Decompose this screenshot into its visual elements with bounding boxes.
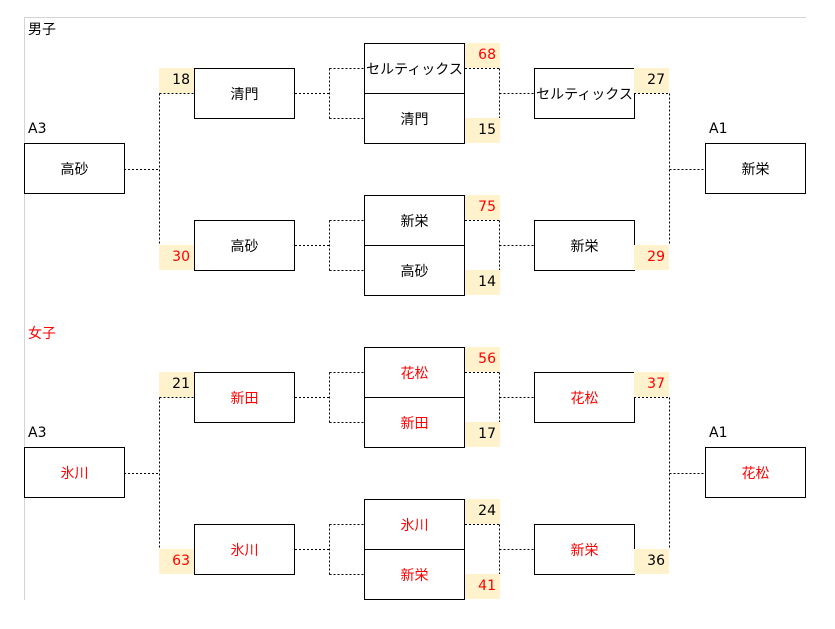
score-match-2-top: 24	[465, 499, 500, 524]
score-match-2-top: 75	[465, 195, 500, 220]
match-1: 花松 新田	[364, 347, 465, 448]
frame-left-border	[24, 17, 25, 600]
round2-top-team[interactable]: 清門	[194, 68, 295, 119]
match-2-bottom-team[interactable]: 高砂	[365, 245, 464, 295]
match-2: 氷川 新栄	[364, 499, 465, 600]
match-2-top-team[interactable]: 氷川	[400, 517, 429, 534]
right-seed-team[interactable]: 花松	[705, 447, 806, 498]
section-title: 男子	[28, 22, 56, 38]
score-round2-bottom: 30	[159, 245, 194, 270]
round2-top-team[interactable]: 新田	[194, 372, 295, 423]
score-match-1-top: 68	[465, 43, 500, 68]
round3-bottom-team[interactable]: 新栄	[534, 524, 635, 575]
match-2: 新栄 高砂	[364, 195, 465, 296]
match-2-top-team[interactable]: 新栄	[400, 213, 429, 230]
left-seed-label: A3	[28, 425, 47, 441]
score-match-1-bottom: 17	[465, 422, 500, 447]
left-seed-team[interactable]: 氷川	[24, 447, 125, 498]
match-2-bottom-team[interactable]: 新栄	[365, 549, 464, 599]
round2-bottom-team[interactable]: 氷川	[194, 524, 295, 575]
round3-top-team[interactable]: セルティックス	[534, 68, 635, 119]
match-1: セルティックス 清門	[364, 43, 465, 144]
frame-top-border	[24, 17, 806, 18]
score-round3-bottom: 29	[634, 245, 669, 270]
score-match-2-bottom: 14	[465, 270, 500, 295]
round2-bottom-team[interactable]: 高砂	[194, 220, 295, 271]
score-round2-top: 21	[159, 372, 194, 397]
score-round3-top: 27	[634, 68, 669, 93]
match-1-top-team[interactable]: 花松	[400, 365, 429, 382]
bracket-section-1: 女子 A3 A1 氷川 新田 氷川 花松 新田 氷川 新栄 花松 新栄 花松 2…	[0, 304, 835, 604]
section-title: 女子	[28, 326, 56, 342]
right-seed-label: A1	[709, 121, 728, 137]
round3-bottom-team[interactable]: 新栄	[534, 220, 635, 271]
match-1-bottom-team[interactable]: 清門	[365, 93, 464, 143]
right-seed-label: A1	[709, 425, 728, 441]
score-match-1-bottom: 15	[465, 118, 500, 143]
match-1-top-team[interactable]: セルティックス	[366, 61, 463, 78]
score-round3-bottom: 36	[634, 549, 669, 574]
score-round2-bottom: 63	[159, 549, 194, 574]
round3-top-team[interactable]: 花松	[534, 372, 635, 423]
left-seed-label: A3	[28, 121, 47, 137]
right-seed-team[interactable]: 新栄	[705, 143, 806, 194]
score-match-1-top: 56	[465, 347, 500, 372]
match-1-bottom-team[interactable]: 新田	[365, 397, 464, 447]
score-round2-top: 18	[159, 68, 194, 93]
left-seed-team[interactable]: 高砂	[24, 143, 125, 194]
score-match-2-bottom: 41	[465, 574, 500, 599]
score-round3-top: 37	[634, 372, 669, 397]
bracket-section-0: 男子 A3 A1 高砂 清門 高砂 セルティックス 清門 新栄 高砂 セルティッ…	[0, 0, 835, 300]
